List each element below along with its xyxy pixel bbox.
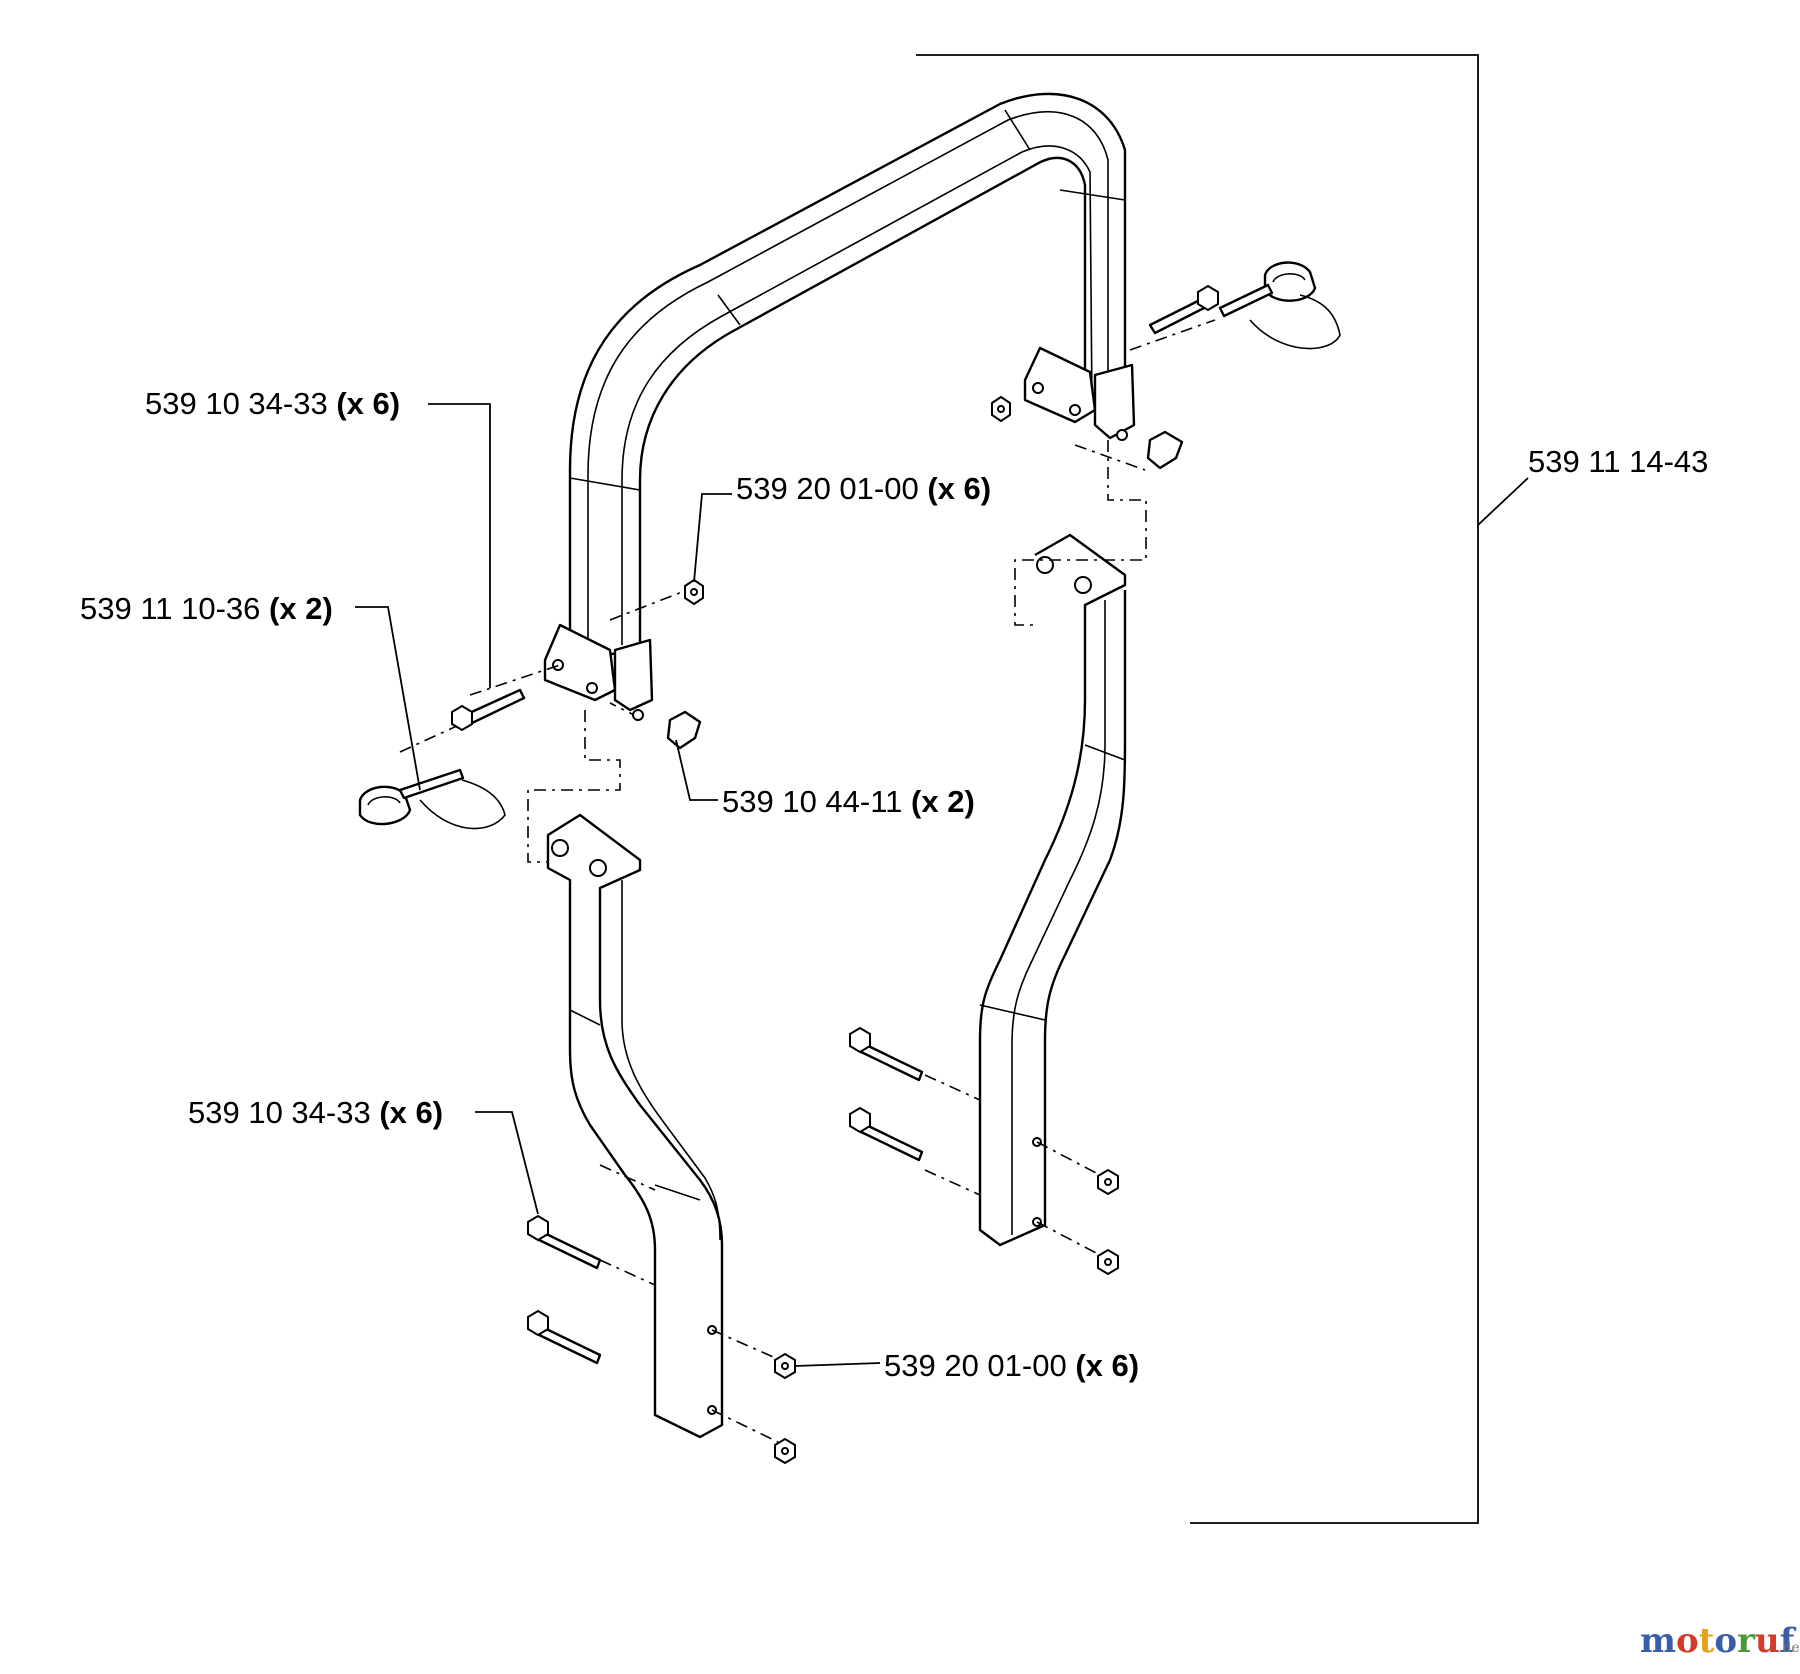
- nut-upper-right: [991, 395, 1011, 423]
- left-upper-bracket: [543, 623, 654, 712]
- watermark-letter: o: [1676, 1621, 1699, 1661]
- hitch-pin-right: [1218, 261, 1341, 350]
- nut-upper-left: [684, 578, 704, 606]
- roll-bar-upper: [568, 92, 1127, 662]
- label-pin-left: 539 11 10-36 (x 2): [80, 591, 333, 626]
- svg-text:.de: .de: [1778, 1640, 1800, 1656]
- watermark-letter: r: [1737, 1621, 1756, 1661]
- label-nut-top: 539 20 01-00 (x 6): [736, 471, 991, 506]
- knob-left: [632, 709, 702, 750]
- knob-right: [1116, 429, 1184, 470]
- watermark-logo: motoruf .de: [1640, 1621, 1800, 1661]
- bolt-upper-right: [1148, 284, 1219, 335]
- right-lower-leg: [978, 533, 1127, 1247]
- svg-text:motoruf: motoruf: [1640, 1621, 1797, 1661]
- nuts-lower: [774, 1168, 1119, 1465]
- watermark-letter: m: [1640, 1621, 1676, 1661]
- assembly-bracket: [916, 54, 1529, 1524]
- bolt-upper-left: [451, 688, 526, 732]
- watermark-letter: u: [1755, 1621, 1780, 1661]
- label-bolt-bottom: 539 10 34-33 (x 6): [188, 1095, 443, 1130]
- label-knob: 539 10 44-11 (x 2): [722, 784, 975, 819]
- label-nut-bottom: 539 20 01-00 (x 6): [884, 1348, 1139, 1383]
- watermark-letter: o: [1714, 1621, 1737, 1661]
- label-assembly: 539 11 14-43: [1528, 444, 1708, 479]
- label-bolt-top-left: 539 10 34-33 (x 6): [145, 386, 400, 421]
- bolts-lower-right: [849, 1026, 924, 1162]
- assembly-guides: [399, 319, 1216, 1444]
- watermark-letter: t: [1699, 1621, 1715, 1661]
- bolts-lower-left: [527, 1214, 602, 1365]
- watermark-letter: f: [1780, 1621, 1797, 1661]
- hitch-pin-left: [358, 768, 506, 830]
- leader-lines: [355, 403, 881, 1367]
- right-upper-bracket: [1023, 346, 1136, 440]
